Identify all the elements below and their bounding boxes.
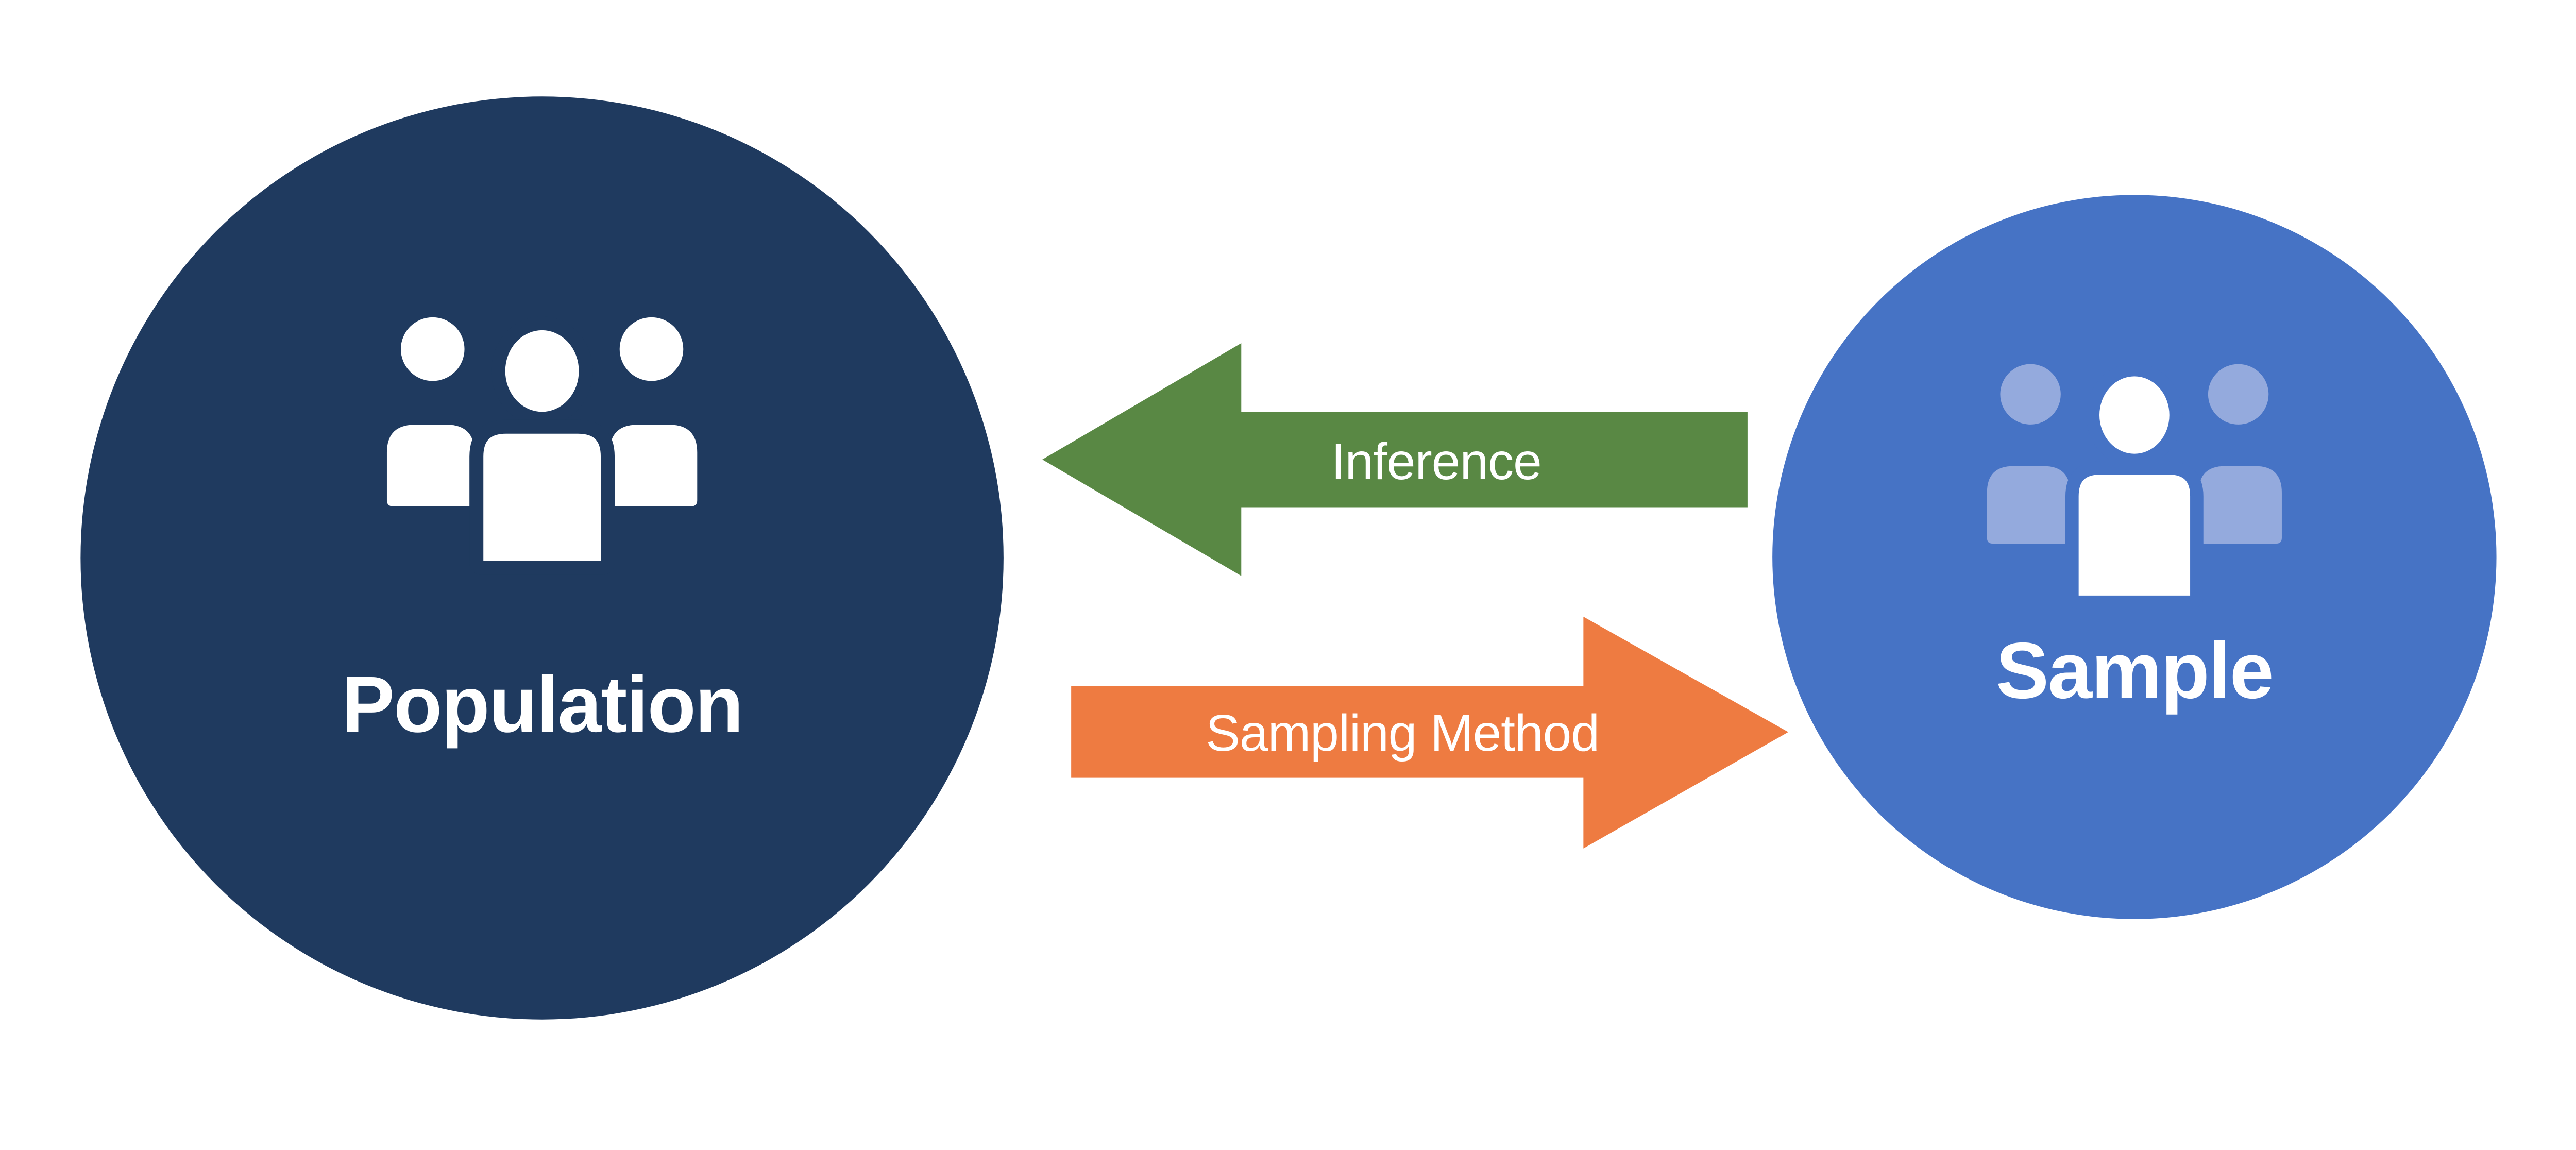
sample-label: Sample bbox=[1996, 626, 2273, 715]
diagram-canvas: Population Sample Inference Sampling Met… bbox=[80, 96, 2497, 1020]
population-side-persons-icon bbox=[386, 317, 698, 506]
population-main-person-icon bbox=[469, 316, 615, 575]
population-people-group-icon bbox=[386, 316, 698, 575]
population-label: Population bbox=[342, 659, 742, 749]
sampling-method-arrow-label: Sampling Method bbox=[1206, 704, 1599, 762]
sampling-method-arrow bbox=[1071, 616, 1789, 849]
sample-main-person-icon bbox=[2065, 363, 2204, 609]
inference-arrow-label: Inference bbox=[1331, 433, 1541, 491]
population-sample-diagram: Population Sample Inference Sampling Met… bbox=[80, 96, 2497, 1020]
sample-people-group-icon bbox=[1987, 363, 2282, 609]
inference-arrow bbox=[1042, 343, 1748, 576]
sample-side-persons-icon bbox=[1987, 364, 2282, 544]
